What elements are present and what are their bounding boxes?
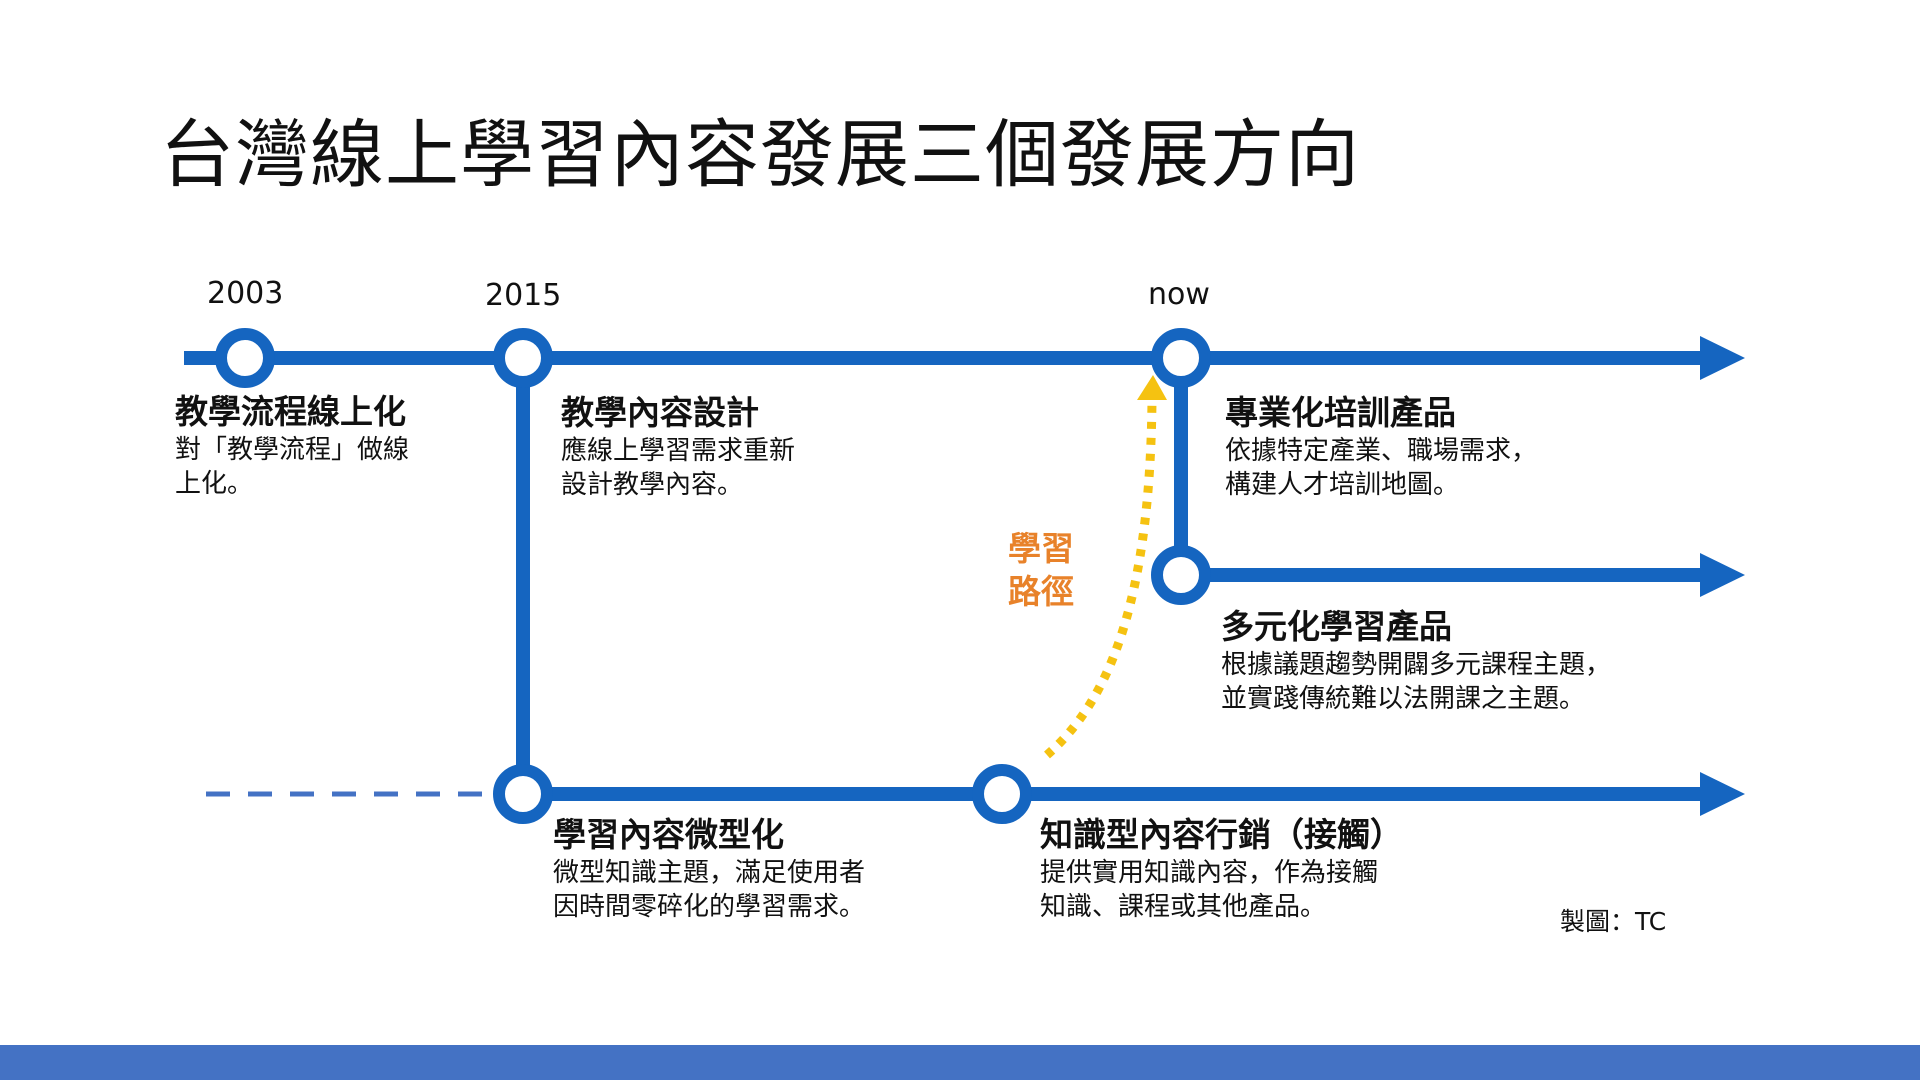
node-micro [493,764,553,824]
marketing-desc: 提供實用知識內容，作為接觸 知識、課程或其他產品。 [1040,858,1379,922]
digitize-desc: 對「教學流程」做線 上化。 [175,435,410,499]
learning-path-curve [1044,399,1157,759]
content-design-desc: 應線上學習需求重新 設計教學內容。 [561,436,796,500]
diversified-desc: 根據議題趨勢開闢多元課程主題， 並實踐傳統難以法開課之主題。 [1221,650,1612,714]
page-title: 台灣線上學習內容發展三個發展方向 [160,112,1360,198]
node-now [1151,328,1211,388]
diversified-label: 多元化學習產品 [1221,607,1452,646]
micro-desc: 微型知識主題，滿足使用者 因時間零碎化的學習需求。 [553,858,866,922]
footer-bar [0,1045,1920,1080]
digitize-label: 教學流程線上化 [175,392,406,431]
marketing-label: 知識型內容行銷（接觸） [1040,815,1403,854]
learning-path-label: 學習 路徑 [1008,529,1074,611]
node-2003 [215,328,275,388]
micro-label: 學習內容微型化 [553,815,784,854]
node-diversified [1151,545,1211,605]
year-2015-label: 2015 [485,278,562,313]
node-2015 [493,328,553,388]
professional-label: 專業化培訓產品 [1225,393,1456,432]
credit-text: 製圖：TC [1560,907,1667,936]
micro-arrow [1700,772,1745,816]
professional-desc: 依據特定產業、職場需求， 構建人才培訓地圖。 [1225,436,1538,500]
node-marketing [972,764,1032,824]
diversified-arrow [1700,553,1745,597]
main-timeline-arrow [1700,336,1745,380]
learning-path-arrowhead [1137,375,1167,400]
content-design-label: 教學內容設計 [561,393,759,432]
year-now-label: now [1148,277,1210,312]
year-2003-label: 2003 [207,276,284,311]
